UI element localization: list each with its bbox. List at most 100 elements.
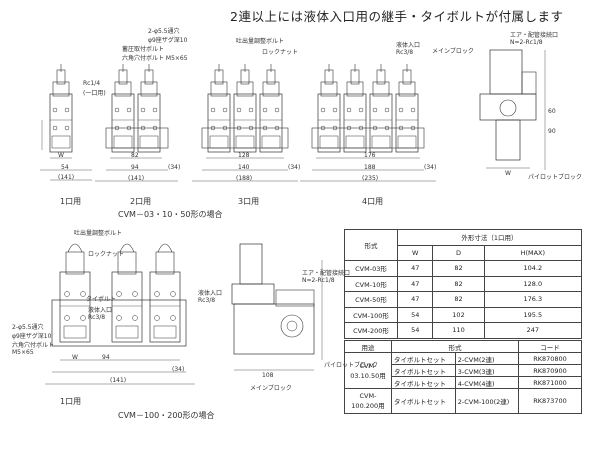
callout-inlet: 液体入口 Rc3/8 — [396, 42, 421, 56]
table-row: CVM-100形 54 102 195.5 — [344, 306, 583, 323]
bottom-figure-caption: CVM－100・200形の場合 — [118, 411, 215, 420]
dim-d: 82 — [432, 275, 485, 292]
acc-name: タイボルトセット — [391, 364, 456, 377]
acc-type: 4-CVM(4連) — [454, 376, 520, 389]
dim-3port-34: (34) — [288, 164, 301, 171]
dim-1port-note: (一口用) — [83, 90, 106, 97]
bottom-callout-holes: 2-φ5.5通穴 φ9座ザグ深10 六角穴付ボルト M5×65 — [12, 324, 55, 356]
bottom-dim-141: (141) — [110, 377, 127, 384]
dim-table-group-header: 外形寸法（1口用） — [397, 229, 582, 246]
dim-h: 128.0 — [483, 275, 583, 292]
dim-4port-235: (235) — [362, 175, 379, 182]
bottom-callout-inlet: 液体入口 Rc3/8 — [88, 307, 113, 321]
table-row: CVM- 100.200用 タイボルトセット 2-CVM-100(2連) RK8… — [344, 388, 582, 414]
callout-tie-nut: 2-φ5.5通穴 φ9座ザグ深10 — [148, 28, 188, 44]
bottom-callout-inlet-side: 液体入口 Rc3/8 — [198, 290, 223, 304]
dim-d: 82 — [432, 291, 485, 308]
bottom-side-view-drawing — [231, 243, 323, 371]
page-headline: 2連以上には液体入口用の継手・タイボルトが付属します — [230, 9, 564, 24]
dim-w: 47 — [396, 291, 434, 308]
dim-w: 54 — [396, 322, 434, 339]
dim-d: 110 — [432, 322, 485, 339]
top-label-3port: 3口用 — [238, 197, 260, 206]
callout-main-block: メインブロック — [432, 48, 474, 55]
acc-code-header: コード — [518, 340, 582, 353]
dim-side-w: W — [505, 170, 511, 177]
callout-tie-bolt: 蓄圧取付ボルト 六角穴付ボルト M5×65 — [122, 46, 188, 62]
top-3port-drawing — [192, 63, 298, 182]
table-row: CVM-50形 47 82 176.3 — [344, 291, 583, 308]
dim-1port-w: W — [58, 152, 64, 159]
dim-3port-140: 140 — [238, 164, 250, 171]
callout-pilot-block: パイロットブロック — [528, 174, 583, 181]
bottom-dim-94: 94 — [102, 354, 110, 361]
top-figure-caption: CVM－03・10・50形の場合 — [118, 210, 223, 219]
table-row: CVM- 03.10.50用 タイボルトセット 2-CVM(2連) RK8708… — [344, 352, 582, 389]
dim-model: CVM-03形 — [344, 260, 398, 277]
top-1port-drawing — [40, 63, 92, 181]
bottom-callout-air-port: エア・配管接続口 N=2-Rc1/8 — [302, 270, 351, 284]
acc-code: RK870900 — [518, 364, 582, 377]
acc-use: CVM- 03.10.50用 — [344, 352, 392, 389]
dim-table-model-header: 形式 — [344, 229, 398, 261]
table-row: CVM-10形 47 82 128.0 — [344, 275, 583, 292]
dim-table-h-header: H(MAX) — [483, 244, 583, 261]
bottom-dim-108: 108 — [262, 372, 274, 379]
callout-lock-nut: ロックナット — [262, 49, 299, 56]
accessory-table: 用途 形式 コード CVM- 03.10.50用 タイボルトセット 2-CVM(… — [344, 340, 582, 414]
acc-use: CVM- 100.200用 — [344, 388, 392, 414]
top-4port-drawing — [300, 63, 436, 182]
bottom-dim-w: W — [72, 354, 78, 361]
dim-w: 54 — [396, 306, 434, 323]
dim-w: 47 — [396, 275, 434, 292]
table-row: CVM-03形 47 82 104.2 — [344, 260, 583, 277]
top-label-2port: 2口用 — [130, 197, 152, 206]
bottom-label-1port: 1口用 — [60, 397, 82, 406]
dim-3port-128: 128 — [238, 152, 250, 159]
dim-model: CVM-100形 — [344, 306, 398, 323]
bottom-callout-tie-bolt: タイボルト — [86, 296, 117, 303]
acc-code: RK871000 — [518, 376, 582, 389]
bottom-dim-34: (34) — [172, 366, 185, 373]
dim-d: 102 — [432, 306, 485, 323]
acc-type: 2-CVM-100(2連) — [454, 388, 520, 414]
dim-model: CVM-50形 — [344, 291, 398, 308]
acc-name: タイボルトセット — [391, 376, 456, 389]
dim-2port-94: 94 — [131, 164, 139, 171]
acc-name: タイボルトセット — [391, 352, 456, 365]
top-label-1port: 1口用 — [60, 197, 82, 206]
top-label-4port: 4口用 — [362, 197, 384, 206]
bottom-callout-main-block: メインブロック — [250, 385, 292, 392]
dim-w: 47 — [396, 260, 434, 277]
bottom-callout-adjust-bolt: 吐出量調整ボルト — [74, 230, 123, 237]
dim-h: 176.3 — [483, 291, 583, 308]
dim-4port-34: (34) — [424, 164, 437, 171]
dim-side-90: 90 — [548, 128, 556, 135]
dim-4port-188: 188 — [364, 164, 376, 171]
dim-model: CVM-10形 — [344, 275, 398, 292]
acc-code: RK873700 — [518, 388, 582, 414]
dim-2port-82: 82 — [131, 152, 139, 159]
acc-type: 2-CVM(2連) — [454, 352, 520, 365]
dim-side-60: 60 — [548, 108, 556, 115]
dim-1port-54: 54 — [61, 164, 69, 171]
dim-model: CVM-200形 — [344, 322, 398, 339]
acc-type: 3-CVM(3連) — [454, 364, 520, 377]
dim-2port-34: (34) — [168, 164, 181, 171]
dim-h: 104.2 — [483, 260, 583, 277]
dim-d: 82 — [432, 260, 485, 277]
dim-4port-176: 176 — [364, 152, 376, 159]
acc-code: RK870800 — [518, 352, 582, 365]
top-2port-drawing — [95, 63, 178, 182]
dim-3port-188: (188) — [236, 175, 253, 182]
dim-table-w-header: W — [396, 244, 434, 261]
callout-air-port: エア・配管接続口 N=2-Rc1/8 — [510, 32, 559, 46]
acc-type-header: 形式 — [391, 340, 519, 353]
acc-name: タイボルトセット — [391, 388, 456, 414]
top-side-view-drawing — [479, 49, 546, 170]
dim-1port-rc: Rc1/4 — [83, 80, 101, 87]
dim-table-d-header: D — [432, 244, 485, 261]
acc-use-header: 用途 — [344, 340, 392, 353]
dim-h: 247 — [483, 322, 583, 339]
